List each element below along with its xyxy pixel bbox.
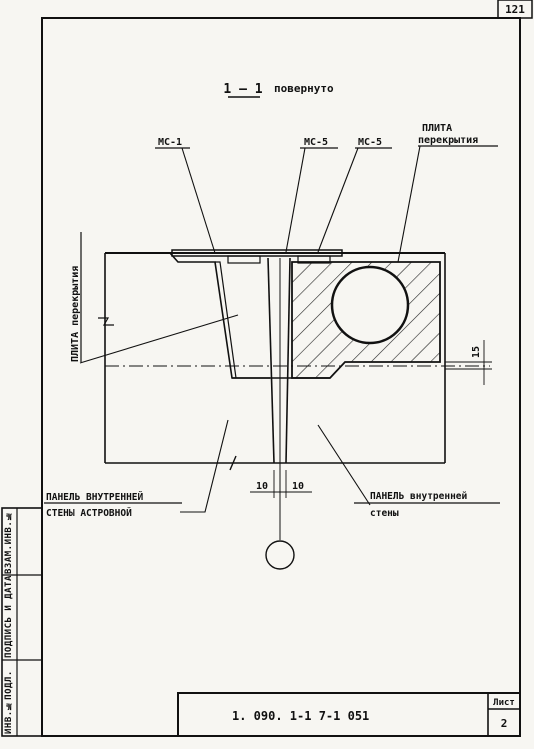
list-number: 2 [501,717,508,730]
left-slab-inner [215,261,237,379]
title-block [177,692,521,737]
leader-panel-left [180,419,229,513]
dim-10-left: 10 [256,481,268,492]
leader-slab-right [397,145,421,263]
label-panel-right-1: ПАНЕЛЬ внутренней [370,491,468,502]
side-swap-label: ВЗАМ.ИНВ.№ [4,510,14,574]
leader-ms5a [285,147,306,253]
label-ms1: МС-1 [158,137,182,148]
hollow-slab-void [330,265,410,345]
axis-marker-circle [265,540,295,570]
section-note: повернуто [274,82,334,95]
break-mark-left [98,317,114,326]
page-number-box [497,0,533,19]
side-stamp [1,507,43,737]
label-panel-left-2: СТЕНЫ АСТРОВНОЙ [46,507,132,519]
left-slab-outline [105,252,270,379]
center-joint-left [267,257,275,464]
leader-ms5b [317,147,359,253]
drawing-code: 1. 090. 1-1 7-1 051 [232,709,369,723]
embed-right [297,255,331,264]
section-title: 1 – 1 [223,82,262,97]
label-panel-left-1: ПАНЕЛЬ ВНУТРЕННЕЙ [46,491,144,503]
leader-slab-left [79,314,239,364]
side-inv-label: ИНВ.№ПОДЛ. [4,670,14,734]
label-slab-right-2: перекрытия [418,135,478,146]
leader-panel-right [317,424,371,506]
label-slab-right-1: ПЛИТА [422,123,452,134]
center-joint-right [285,257,291,464]
label-ms5b: МС-5 [358,137,382,148]
list-label: Лист [493,698,515,708]
dim-15: 15 [471,346,482,358]
break-mark-bottom [229,455,237,471]
label-panel-right-2: стены [370,508,399,519]
page-number: 121 [505,3,525,16]
dim-10-right: 10 [292,481,304,492]
label-ms5a: МС-5 [304,137,328,148]
leader-ms1 [181,147,216,254]
label-slab-left: ПЛИТА перекрытия [70,266,81,362]
side-sign-label: ПОДПИСЬ И ДАТА [4,575,14,658]
embed-left [227,255,261,264]
